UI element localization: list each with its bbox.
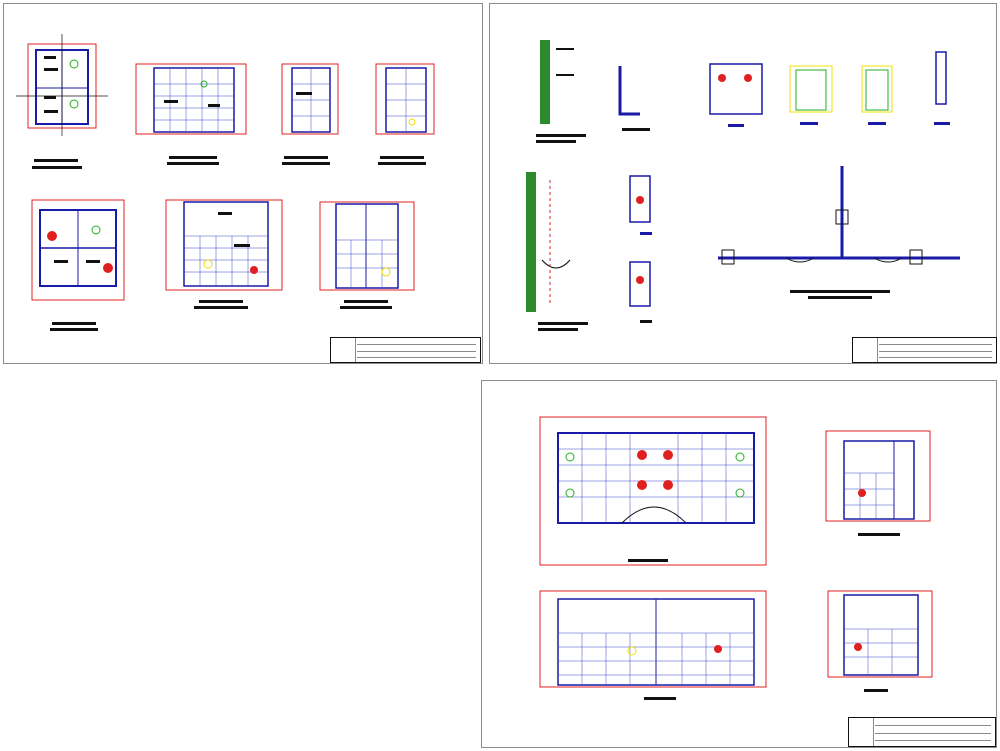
door-detail-3 xyxy=(861,65,893,125)
fixture-detail-1 xyxy=(629,175,652,235)
elevation-view-g xyxy=(539,590,767,700)
sheet-1-drawing xyxy=(16,34,435,331)
door-detail-2 xyxy=(789,65,833,125)
sheet-2-drawing xyxy=(526,40,960,331)
wall-detail-1 xyxy=(536,40,586,143)
fixture-detail-2 xyxy=(629,261,652,323)
plan-view-2 xyxy=(31,199,125,331)
drawing-sheet-2 xyxy=(489,3,997,364)
sheet-3-drawing xyxy=(539,416,933,700)
sink-section-detail xyxy=(526,172,588,331)
drawing-sheet-3 xyxy=(481,380,997,748)
title-block-sheet-3 xyxy=(848,717,996,747)
elevation-view-a xyxy=(135,63,247,165)
large-plan-view xyxy=(539,416,767,566)
drawing-sheet-1 xyxy=(3,3,483,364)
elevation-view-c xyxy=(375,63,435,165)
jamb-detail xyxy=(934,51,950,125)
partition-plan-detail xyxy=(718,166,960,299)
section-view-e xyxy=(319,201,415,309)
elevation-view-h xyxy=(827,590,933,692)
title-block-sheet-1 xyxy=(330,337,481,363)
title-block-sheet-2 xyxy=(852,337,997,363)
elevation-view-b xyxy=(281,63,339,165)
wall-detail-2 xyxy=(618,66,650,131)
plan-view-1 xyxy=(16,34,108,169)
section-view-d xyxy=(165,199,283,309)
elevation-view-f xyxy=(825,430,931,536)
door-detail-1 xyxy=(709,63,763,127)
